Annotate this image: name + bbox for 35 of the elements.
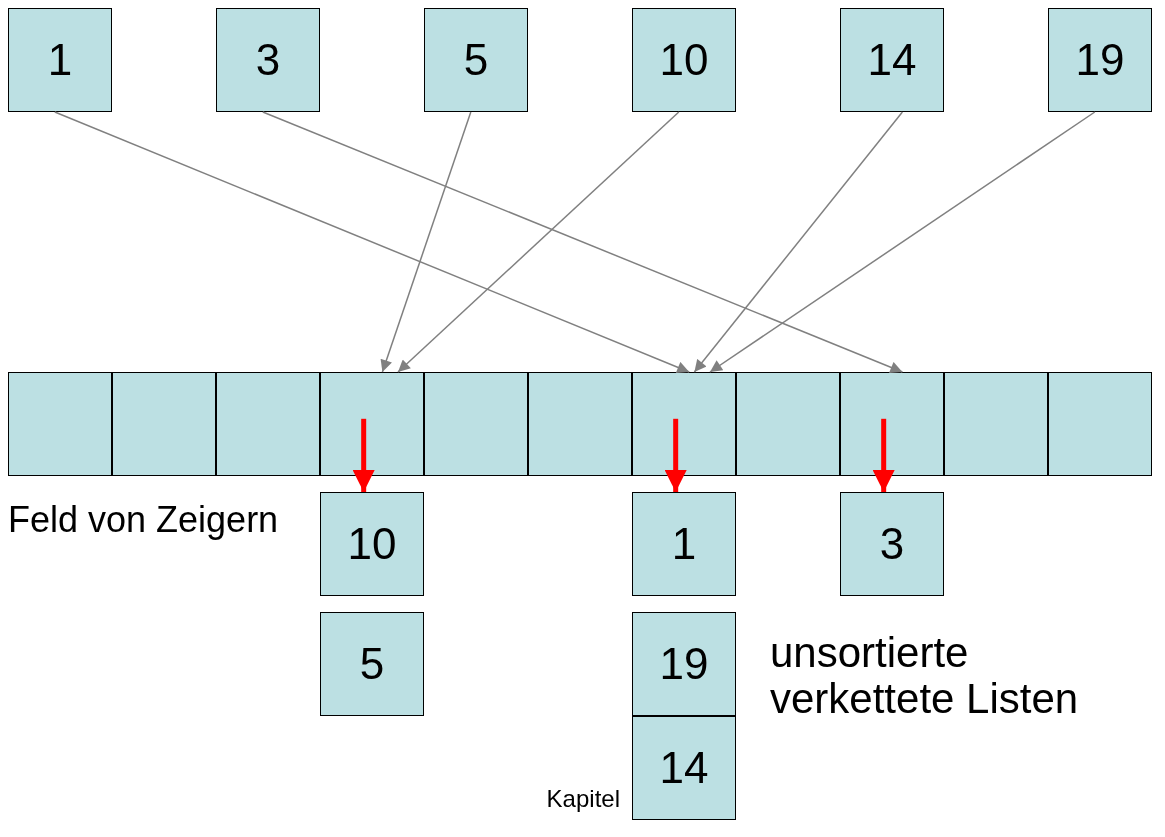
array-label: Feld von Zeigern: [8, 500, 280, 540]
array-cell: [1048, 372, 1152, 476]
list-box: 1: [632, 492, 736, 596]
arrow: [693, 111, 904, 373]
arrow: [664, 418, 687, 492]
arrow: [397, 111, 680, 373]
array-cell: [320, 372, 424, 476]
list-box: 14: [840, 8, 944, 112]
list-box: 3: [216, 8, 320, 112]
arrow: [352, 418, 375, 492]
title: unsortierte verkettete Listen: [770, 630, 1080, 723]
arrow: [380, 111, 472, 373]
footer-text: Kapitel: [545, 786, 620, 813]
list-box: 10: [632, 8, 736, 112]
arrow: [54, 111, 690, 373]
array-cell: [8, 372, 112, 476]
array-cell: [632, 372, 736, 476]
list-box: 5: [320, 612, 424, 716]
list-box: 19: [1048, 8, 1152, 112]
list-box: 10: [320, 492, 424, 596]
array-cell: [112, 372, 216, 476]
arrow: [262, 111, 904, 374]
array-cell: [944, 372, 1048, 476]
array-cell: [424, 372, 528, 476]
list-box: 14: [632, 716, 736, 820]
array-cell: [528, 372, 632, 476]
list-box: 3: [840, 492, 944, 596]
list-box: 19: [632, 612, 736, 716]
array-cell: [216, 372, 320, 476]
arrow: [709, 111, 1096, 373]
array-cell: [736, 372, 840, 476]
list-box: 1: [8, 8, 112, 112]
array-cell: [840, 372, 944, 476]
arrow: [872, 418, 895, 492]
list-box: 5: [424, 8, 528, 112]
